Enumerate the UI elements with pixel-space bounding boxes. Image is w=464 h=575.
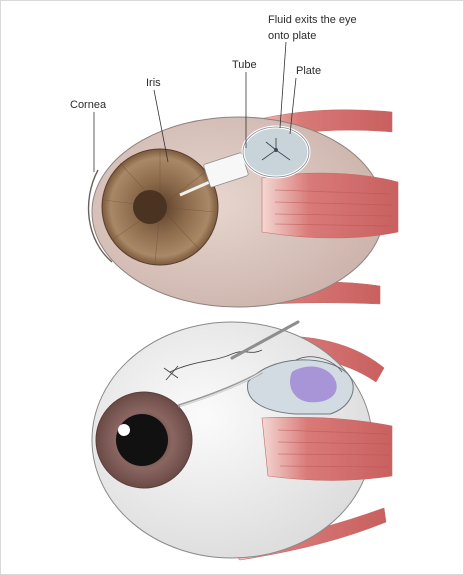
- label-plate: Plate: [296, 65, 321, 77]
- bottom-pupil: [116, 414, 168, 466]
- top-pupil: [133, 190, 167, 224]
- bottom-lateral-muscle: [262, 417, 392, 480]
- label-fluid-line2: onto plate: [268, 30, 316, 42]
- label-tube: Tube: [232, 59, 257, 71]
- label-fluid-line1: Fluid exits the eye: [268, 14, 357, 26]
- label-iris: Iris: [146, 77, 161, 89]
- pupil-highlight: [118, 424, 130, 436]
- lateral-muscle: [262, 173, 398, 238]
- top-eye: [89, 110, 398, 307]
- label-cornea: Cornea: [70, 99, 107, 111]
- bottom-eye: [92, 322, 392, 560]
